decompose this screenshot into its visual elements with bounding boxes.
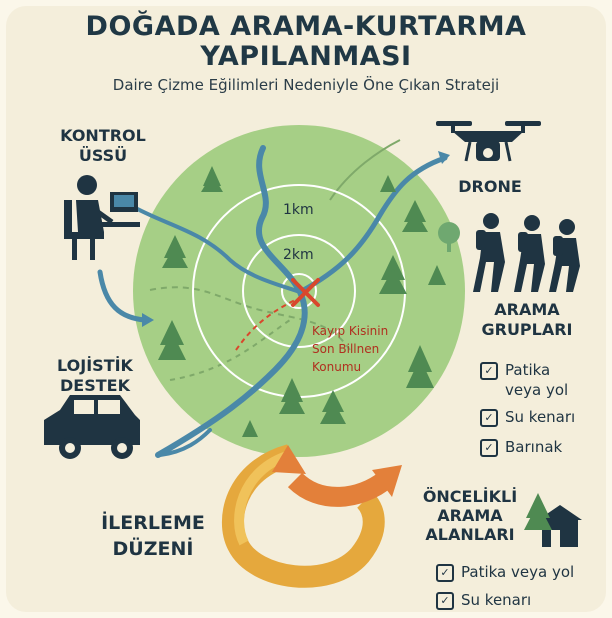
tree-icon: [162, 245, 188, 268]
check-icon: ✓: [436, 592, 454, 610]
ring-label-2km: 2km: [283, 247, 314, 263]
priority-areas-label: ÖNCELİKLİ ARAMA ALANLARI: [412, 487, 528, 544]
checklist-item: ✓ Su kenarı: [436, 590, 531, 610]
label-line: ÜSSÜ: [78, 146, 128, 165]
arrow-control: [97, 269, 148, 323]
tree-icon: [320, 400, 346, 424]
check-icon: ✓: [480, 439, 498, 457]
progression-arrow-head: [372, 465, 402, 497]
tree-trunk: [447, 240, 451, 252]
tree-icon: [406, 358, 434, 388]
tree-icon: [380, 175, 396, 192]
search-groups-label: ARAMA GRUPLARI: [472, 300, 582, 340]
tree-icon: [428, 265, 446, 285]
logistics-vehicle-icon: [44, 395, 140, 459]
tree-icon: [381, 255, 405, 280]
checklist-text: Barınak: [505, 438, 563, 456]
ring-inner: [281, 273, 317, 309]
logistics-label: LOJİSTİK DESTEK: [40, 356, 150, 396]
progression-arrow-head: [272, 445, 306, 474]
subtitle: Daire Çizme Eğilimleri Nedeniyle Öne Çık…: [112, 76, 500, 94]
check-icon: ✓: [480, 409, 498, 427]
checklist-text: Patika veya yol: [461, 563, 575, 581]
label-line: ALANLARI: [425, 525, 515, 544]
drone-label: DRONE: [458, 177, 522, 196]
river-to-drone: [297, 155, 448, 295]
checklist-item: ✓ Barınak: [480, 437, 562, 457]
tree-icon: [438, 222, 460, 244]
lkp-marker: [291, 278, 320, 307]
arrow-head: [438, 151, 450, 164]
check-icon: ✓: [480, 362, 498, 380]
label-line: ÖNCELİKLİ: [422, 487, 518, 506]
progression-label: İLERLEME DÜZENİ: [88, 510, 218, 562]
lkp-label-line: Konumu: [312, 360, 362, 374]
checklist-text: Su kenarı: [505, 408, 576, 426]
hikers-icon: [473, 213, 580, 292]
tree-icon: [242, 420, 258, 437]
control-base-label: KONTROL ÜSSÜ: [48, 126, 158, 166]
ring-label-1km: 1km: [283, 202, 314, 218]
label-line: ARAMA: [494, 300, 560, 319]
check-icon: ✓: [436, 564, 454, 582]
progression-arrow: [287, 471, 392, 507]
tree-icon: [524, 503, 552, 530]
tree-icon: [379, 268, 407, 294]
label-line: ARAMA: [437, 506, 503, 525]
label-line: DESTEK: [60, 376, 130, 395]
arrow-logistics: [158, 428, 212, 457]
label-line: İLERLEME: [101, 512, 205, 534]
trail-path: [169, 319, 291, 381]
lkp-label-line: Son Billnen: [312, 342, 380, 356]
label-line: KONTROL: [60, 126, 146, 145]
tree-group: [158, 166, 446, 437]
checklist-item: ✓ Patika veya yol: [436, 562, 574, 582]
checklist-item: ✓ Patika veya yol: [480, 360, 590, 400]
tree-icon: [201, 174, 223, 192]
title-line-2: YAPILANMASI: [200, 41, 412, 72]
lkp-label-line: Kayıp Kisinin: [312, 324, 389, 338]
drone-icon: [436, 121, 541, 162]
progression-loop-inner: [234, 450, 292, 546]
lkp-label: Kayıp Kisinin Son Billnen Konumu: [312, 322, 388, 376]
arrow-head: [142, 313, 154, 327]
checklist-text: Patika veya yol: [505, 361, 569, 399]
tree-icon: [158, 332, 186, 360]
label-line: LOJİSTİK: [57, 356, 133, 375]
trail-path: [149, 286, 351, 351]
label-line: DÜZENİ: [112, 538, 194, 560]
checklist-item: ✓ Su kenarı: [480, 407, 575, 427]
river-branch: [128, 203, 302, 294]
label-line: GRUPLARI: [481, 320, 573, 339]
title-line-1: DOĞADA ARAMA-KURTARMA: [85, 11, 527, 42]
tree-icon: [279, 390, 305, 414]
control-base-icon: [64, 175, 140, 260]
tree-icon: [402, 210, 428, 232]
checklist-text: Su kenarı: [461, 591, 532, 609]
ring-middle: [242, 234, 356, 348]
